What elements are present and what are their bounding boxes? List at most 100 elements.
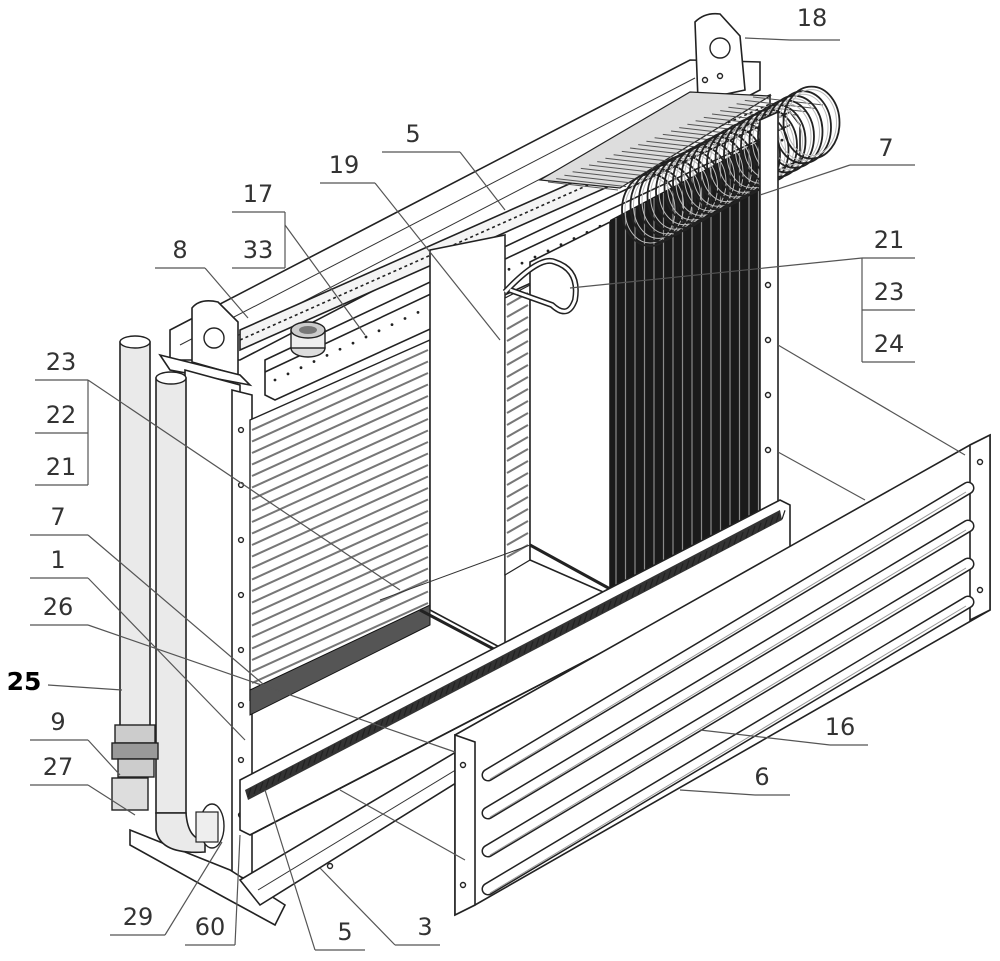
comb-tooth: [511, 650, 516, 660]
comb-tooth: [691, 556, 696, 567]
callout-6: 6: [754, 763, 769, 791]
callout-23-left: 23: [46, 348, 77, 376]
comb-tooth: [703, 550, 708, 561]
fin-line: [251, 521, 429, 604]
assembly-drawing: [111, 12, 991, 927]
comb-tooth: [601, 603, 606, 614]
fin-line: [654, 137, 725, 147]
comb-tooth: [769, 516, 774, 526]
fin-line: [506, 484, 529, 498]
fin-line: [506, 316, 529, 330]
fin-line: [736, 103, 807, 113]
fin-line: [506, 412, 529, 426]
fin-line: [679, 127, 750, 137]
right-frame-column: [759, 110, 779, 522]
callout-26: 26: [43, 593, 74, 621]
comb-tooth: [571, 619, 576, 629]
comb-tooth: [697, 553, 702, 564]
frame-hole: [237, 701, 245, 709]
fin-line: [506, 532, 529, 546]
callout-29: 29: [123, 903, 154, 931]
fin-line: [506, 352, 529, 366]
comb-tooth: [535, 638, 540, 648]
comb-tooth: [745, 528, 750, 539]
comb-tooth: [253, 784, 258, 795]
comb-tooth: [595, 606, 600, 617]
comb-tooth: [709, 547, 714, 557]
comb-tooth: [619, 594, 624, 604]
beam-hole: [520, 261, 524, 265]
comb-tooth: [367, 725, 372, 735]
comb-tooth: [763, 519, 768, 529]
comb-tooth: [649, 578, 654, 589]
front-louver-panel: [454, 433, 991, 917]
callout-1: 1: [50, 546, 65, 574]
comb-tooth: [301, 759, 306, 770]
leader-lines: [30, 37, 966, 951]
comb-tooth: [757, 522, 762, 532]
beam-hole: [377, 329, 381, 333]
fin-line: [506, 328, 529, 342]
callout-19: 19: [329, 151, 360, 179]
comb-tooth: [643, 581, 648, 592]
fin-line: [506, 364, 529, 378]
fin-line: [580, 167, 651, 177]
callout-17: 17: [243, 180, 274, 208]
right-plate: [529, 220, 611, 597]
top-cap-fitting: [290, 321, 326, 358]
fin-line: [251, 406, 429, 489]
callout-60: 60: [195, 913, 226, 941]
comb-tooth: [283, 769, 288, 779]
callout-33: 33: [243, 236, 274, 264]
frame-hole: [237, 756, 245, 764]
louver-bar: [483, 483, 973, 780]
comb-tooth: [307, 756, 312, 766]
fin-line: [506, 424, 529, 438]
frame-hole: [237, 646, 245, 654]
fin-line: [506, 376, 529, 390]
beam-hole: [364, 335, 368, 339]
left-fin-bank: [249, 338, 431, 716]
fin-line: [564, 174, 635, 184]
middle-divider-plate: [429, 234, 506, 652]
comb-tooth: [247, 787, 252, 798]
fin-line: [572, 171, 643, 181]
frame-hole: [237, 426, 245, 434]
fin-line: [506, 520, 529, 534]
comb-tooth: [313, 753, 318, 763]
comb-tooth: [331, 744, 336, 754]
callout-8: 8: [172, 236, 187, 264]
fin-line: [251, 567, 429, 650]
beam-hole: [286, 372, 290, 376]
callout-16: 16: [825, 713, 856, 741]
fin-line: [251, 360, 429, 443]
beam-hole: [338, 347, 342, 351]
comb-tooth: [469, 672, 474, 682]
beam-hole: [403, 317, 407, 320]
comb-tooth: [541, 634, 546, 645]
u-bend-tube: [502, 257, 579, 315]
comb-tooth: [337, 741, 342, 751]
fin-line: [556, 178, 627, 188]
comb-tooth: [445, 684, 450, 695]
comb-tooth: [415, 700, 420, 710]
callout-labels: 18 5 19 7 17 33 8 21 23 24 23 22 21 7 1 …: [7, 4, 905, 946]
beam-hole: [533, 255, 537, 259]
comb-tooth: [577, 616, 582, 626]
comb-tooth: [667, 569, 672, 579]
comb-tooth: [259, 781, 264, 791]
coil-bend: [782, 85, 841, 160]
callout-27: 27: [43, 753, 74, 781]
comb-tooth: [625, 591, 630, 601]
beam-hole: [325, 354, 329, 357]
callout-23-right: 23: [874, 278, 905, 306]
callout-7-left: 7: [50, 503, 65, 531]
louver-bar: [483, 559, 973, 856]
comb-tooth: [547, 631, 552, 642]
comb-tooth: [421, 697, 426, 707]
callout-7-top: 7: [878, 134, 893, 162]
callout-21-left: 21: [46, 453, 77, 481]
comb-tooth: [607, 600, 612, 610]
